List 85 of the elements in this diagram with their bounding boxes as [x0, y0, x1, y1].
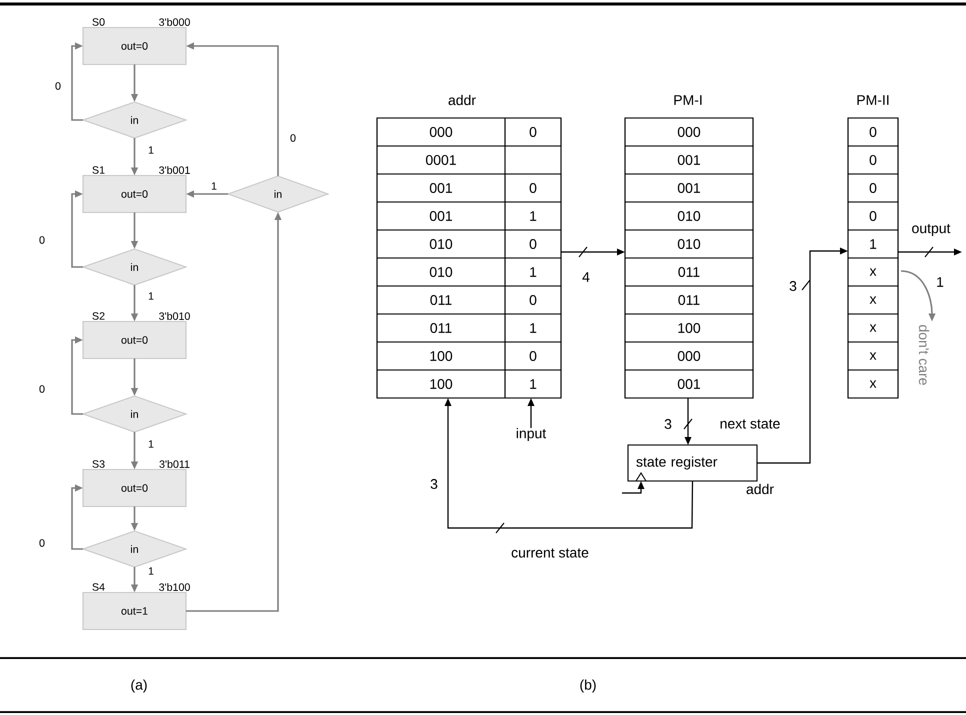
table-cell: 0: [847, 201, 899, 231]
register-box: state register: [627, 444, 758, 482]
table-cell: 0: [847, 173, 899, 203]
state-label: 3'b010: [159, 312, 190, 320]
state-label: 3'b001: [159, 166, 190, 174]
table-cell: 0: [847, 145, 899, 175]
table-cell: 010: [376, 257, 506, 287]
table-cell: 001: [624, 145, 754, 175]
state-label: S0: [92, 18, 105, 26]
note-text: don't care: [918, 325, 930, 385]
edge-label: current state: [510, 547, 590, 559]
label: 3: [430, 479, 438, 489]
state-label: 3'b000: [159, 18, 190, 26]
table-cell: 001: [376, 173, 506, 203]
state-label: 3'b100: [159, 583, 190, 591]
table-cell: 010: [376, 229, 506, 259]
table-cell: x: [847, 369, 899, 399]
table-cell: 001: [624, 369, 754, 399]
table-heading: addr: [448, 94, 476, 106]
table-cell: x: [847, 313, 899, 343]
edge-label: 0: [54, 80, 62, 92]
edge-label: 1: [146, 291, 156, 301]
state-box: out=0: [82, 26, 187, 66]
table-cell: 010: [624, 229, 754, 259]
label: addr: [746, 484, 774, 494]
loop-arrow: [71, 336, 83, 415]
edge-label: 1: [146, 566, 156, 576]
table-cell: 100: [624, 313, 754, 343]
edge-label: 1: [210, 181, 218, 191]
label: (b): [580, 680, 596, 693]
edge-label: 0: [38, 234, 46, 246]
table-cell: 1: [504, 201, 562, 231]
table-cell: 1: [504, 313, 562, 343]
table-heading: PM-I: [674, 95, 702, 105]
state-box: out=1: [82, 592, 187, 630]
table-cell: 100: [376, 369, 506, 399]
signal-label: input: [516, 428, 546, 442]
table-cell: 1: [847, 229, 899, 259]
state-box: out=0: [82, 174, 187, 214]
state-box: out=0: [82, 320, 187, 360]
table-cell: 000: [624, 117, 754, 147]
table-cell: x: [847, 257, 899, 287]
table-cell: 0: [504, 285, 562, 315]
state-label: 3'b011: [159, 460, 190, 468]
state-label: S2: [92, 312, 104, 320]
edge-label: 3: [788, 280, 798, 292]
label: next state: [720, 419, 780, 429]
table-cell: 0: [847, 117, 899, 147]
state-label: S1: [92, 166, 105, 174]
table-heading: PM-II: [857, 95, 888, 105]
edge-label: output: [910, 222, 952, 238]
loop-arrow: [71, 484, 83, 550]
table-cell: 0: [504, 117, 562, 147]
table-cell: x: [847, 285, 899, 315]
table-cell: 0: [504, 229, 562, 259]
table-cell: 011: [624, 257, 754, 287]
table-cell: x: [847, 341, 899, 371]
edge-label: 0: [38, 384, 46, 394]
edge-label: 0: [38, 538, 46, 548]
table-cell: 000: [376, 117, 506, 147]
table-cell: 011: [624, 285, 754, 315]
table-cell: 010: [624, 201, 754, 231]
state-box: out=0: [82, 468, 187, 508]
loop-arrow: [71, 42, 83, 121]
state-label: S4: [92, 583, 105, 591]
table-cell: 001: [376, 201, 506, 231]
edge-label: 0: [288, 132, 298, 144]
table-cell: 0001: [376, 145, 506, 175]
loop-arrow: [71, 190, 83, 268]
table-cell: 000: [624, 341, 754, 371]
table-cell: 011: [376, 313, 506, 343]
table-cell: 0: [504, 341, 562, 371]
edge-label: 1: [146, 145, 156, 155]
label: 1: [937, 277, 944, 287]
table-cell: 1: [504, 257, 562, 287]
table-cell: 0: [504, 173, 562, 203]
table-cell: 1: [504, 369, 562, 399]
table-cell: 011: [376, 285, 506, 315]
state-label: S3: [92, 460, 105, 468]
table-cell: 100: [376, 341, 506, 371]
edge-label: 4: [580, 270, 592, 284]
edge-label: 1: [146, 439, 156, 449]
table-cell: 001: [624, 173, 754, 203]
edge-label: 3: [662, 418, 674, 430]
label: (a): [131, 680, 147, 693]
